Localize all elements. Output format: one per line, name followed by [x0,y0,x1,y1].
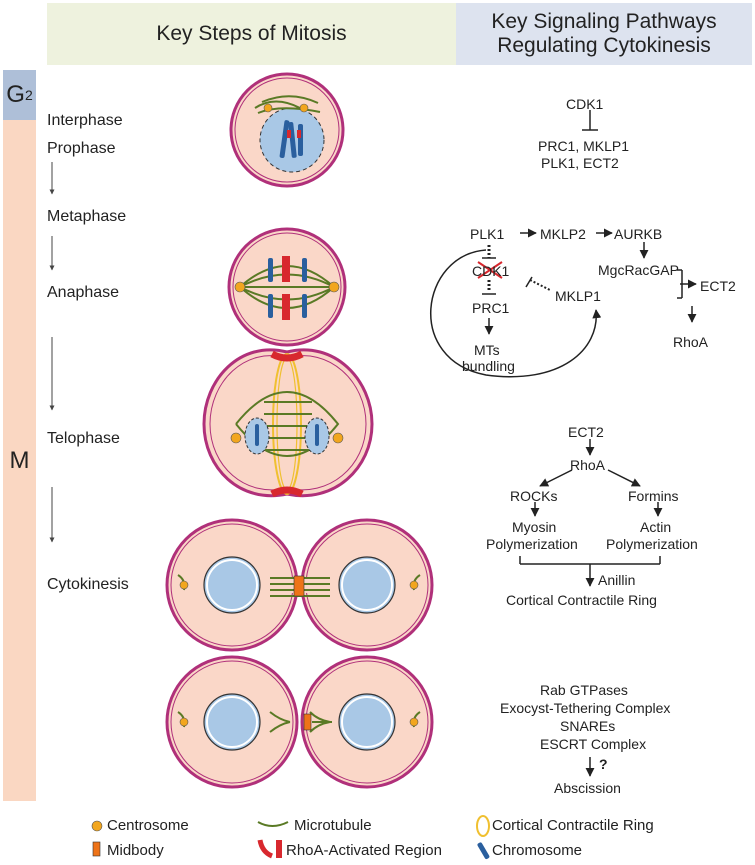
legend-rhoa-region: RhoA-Activated Region [286,842,442,859]
pathway1-arrows [582,110,598,131]
p2-prc1: PRC1 [472,300,510,316]
p1-cdk1: CDK1 [566,96,604,112]
p2-mklp1: MKLP1 [555,288,601,304]
p4-abscission: Abscission [554,780,621,796]
prophase-cell [229,72,345,188]
legend-centrosome: Centrosome [107,817,189,834]
legend-symbols [91,815,490,860]
p3-rhoa: RhoA [570,457,606,473]
p3-actin-poly: Polymerization [606,536,698,552]
telophase-cell [202,348,374,498]
p4-snares: SNAREs [560,718,616,734]
g2-subscript: 2 [24,87,33,103]
m-phase-bar: M [3,120,36,801]
p3-ect2: ECT2 [568,424,604,440]
p4-question: ? [599,756,608,772]
stage-telophase: Telophase [47,430,120,447]
anaphase-cell [227,227,347,347]
stage-metaphase: Metaphase [47,208,127,225]
p3-myosin-poly: Polymerization [486,536,578,552]
abscission-cells [165,655,434,789]
m-label: M [9,446,30,474]
p2-mts: MTs [474,342,500,358]
p3-anillin: Anillin [598,572,636,588]
p2-aurkb: AURKB [614,226,663,242]
pathway2-arrows [430,228,697,378]
p2-plk1: PLK1 [470,226,505,242]
p2-cdk1: CDK1 [472,263,510,279]
legend-midbody: Midbody [107,842,164,859]
stage-prophase: Prophase [47,140,116,157]
p3-ring: Cortical Contractile Ring [506,592,657,608]
p3-rocks: ROCKs [510,488,558,504]
legend-microtubule: Microtubule [294,817,372,834]
mitosis-header: Key Steps of Mitosis [47,3,456,65]
p4-rab: Rab GTPases [540,682,628,698]
p1-line1: PRC1, MKLP1 [538,138,630,154]
legend-ring: Cortical Contractile Ring [492,817,654,834]
g2-label: G [6,81,25,108]
p2-mgcracgap: MgcRacGAP [598,262,679,278]
pathways-header: Key Signaling Pathways Regulating Cytoki… [456,3,752,65]
p4-exocyst: Exocyst-Tethering Complex [500,700,671,716]
stage-anaphase: Anaphase [47,284,120,301]
p2-bundling: bundling [462,358,515,374]
p1-line2: PLK1, ECT2 [541,155,619,171]
p3-formins: Formins [628,488,679,504]
p2-rhoa: RhoA [673,334,709,350]
p2-ect2: ECT2 [700,278,736,294]
mitosis-header-text: Key Steps of Mitosis [156,22,347,45]
pathways-header-line1: Key Signaling Pathways [491,10,717,33]
p2-mklp2: MKLP2 [540,226,586,242]
stage-cytokinesis: Cytokinesis [47,576,129,593]
p4-escrt: ESCRT Complex [540,736,647,752]
p3-myosin: Myosin [512,519,557,535]
stage-interphase: Interphase [47,112,123,129]
legend-chromosome: Chromosome [492,842,583,859]
pathway3-arrows [519,439,663,587]
p3-actin: Actin [640,519,672,535]
pathways-header-line2: Regulating Cytokinesis [497,34,711,57]
cytokinesis-cells [165,518,434,652]
